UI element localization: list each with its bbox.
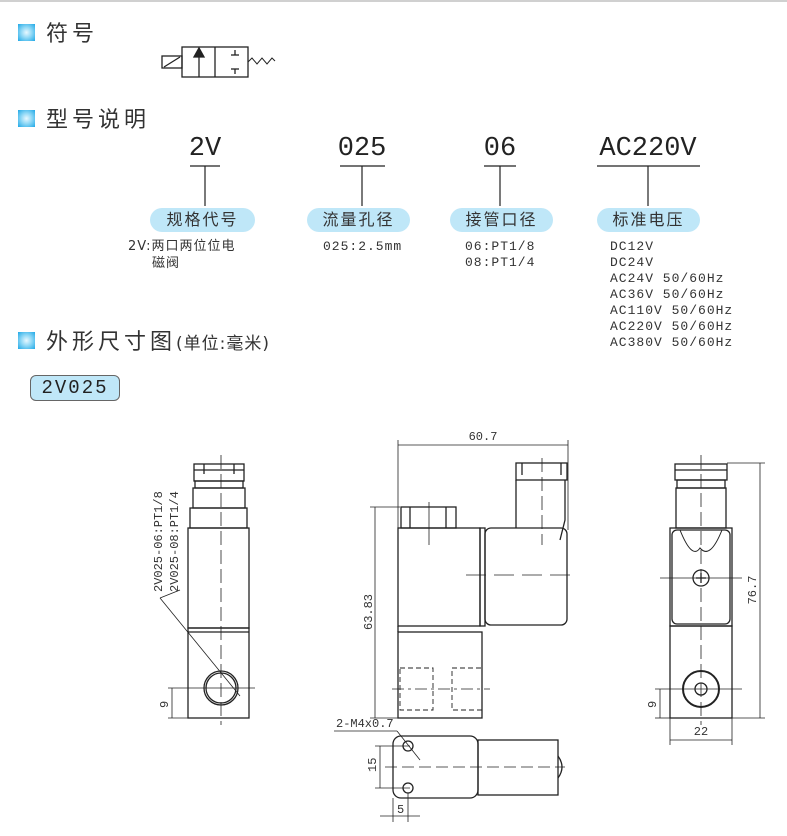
model-code-leaders — [190, 165, 700, 206]
dim-height-total: 76.7 — [746, 576, 760, 605]
dim-height-side: 63.83 — [362, 594, 376, 630]
section-bullet-icon — [18, 332, 35, 349]
model-code-series: 2V — [188, 134, 222, 164]
thread-label: 2-M4x0.7 — [336, 717, 394, 731]
dimensions-title-text: 外形尺寸图 — [46, 330, 177, 355]
orifice-desc: 025:2.5mm — [323, 239, 403, 254]
top-divider — [0, 0, 787, 2]
port-label-1: 2V025-06:PT1/8 — [152, 491, 166, 592]
section-bullet-icon — [18, 110, 35, 127]
voltage-option: AC220V 50/60Hz — [610, 319, 734, 334]
series-desc-1: 2V:两口两位位电 — [128, 239, 236, 254]
dim-hole-offset: 5 — [397, 803, 404, 817]
series-desc-2: 磁阀 — [152, 256, 181, 271]
model-code-orifice: 025 — [337, 134, 387, 164]
voltage-option: AC24V 50/60Hz — [610, 271, 725, 286]
section-title-dimensions: 外形尺寸图(单位:毫米) — [46, 324, 270, 356]
voltage-option: AC36V 50/60Hz — [610, 287, 725, 302]
section-title-model: 型号说明 — [46, 108, 151, 133]
section-title-symbol: 符号 — [46, 22, 99, 47]
voltage-option: AC110V 50/60Hz — [610, 303, 734, 318]
model-badge: 2V025 — [30, 375, 120, 401]
section-bullet-icon — [18, 24, 35, 41]
port-desc-1: 06:PT1/8 — [465, 239, 536, 254]
front-view-drawing: 60.7 63.83 — [362, 430, 572, 719]
right-view-drawing: 76.7 9 22 — [646, 455, 765, 745]
dim-body-width: 22 — [694, 725, 708, 739]
dim-width: 60.7 — [469, 430, 498, 444]
left-view-drawing: 2V025-06:PT1/8 2V025-08:PT1/4 9 — [152, 455, 255, 725]
dimensions-unit: (单位:毫米) — [176, 334, 271, 354]
dim-port-right: 9 — [646, 701, 660, 708]
voltage-option: DC24V — [610, 255, 655, 270]
voltage-option: AC380V 50/60Hz — [610, 335, 734, 350]
dim-hole-spacing: 15 — [366, 758, 380, 772]
voltage-option: DC12V — [610, 239, 655, 254]
pill-orifice: 流量孔径 — [307, 208, 410, 232]
model-code-voltage: AC220V — [599, 134, 697, 164]
bottom-view-drawing: 2-M4x0.7 15 5 — [334, 717, 565, 822]
pill-voltage: 标准电压 — [597, 208, 700, 232]
model-code-port: 06 — [483, 134, 517, 164]
valve-symbol — [161, 46, 276, 78]
pill-series: 规格代号 — [150, 208, 255, 232]
port-label-2: 2V025-08:PT1/4 — [168, 491, 182, 592]
dim-port-left: 9 — [158, 701, 172, 708]
pill-port: 接管口径 — [450, 208, 553, 232]
port-desc-2: 08:PT1/4 — [465, 255, 536, 270]
